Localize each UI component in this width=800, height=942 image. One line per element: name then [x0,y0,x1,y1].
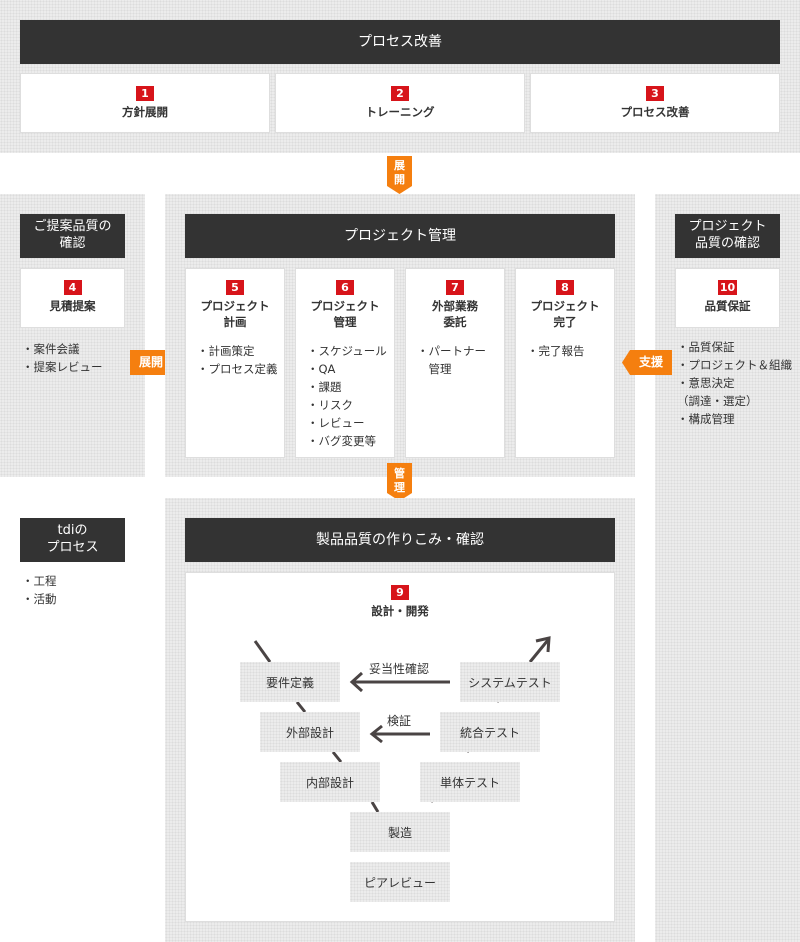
tdi-process-title: tdiの プロセス [46,523,99,555]
project-quality-header: プロジェクト 品質の確認 [675,214,780,258]
project-management-title: プロジェクト管理 [344,227,456,244]
list-item: ・課題 [307,380,342,395]
card-items-list: ・完了報告 [527,342,585,360]
card-title: 設計・開発 [371,604,429,618]
support-left-label: 支援 [638,355,663,369]
manage-down-label: 管 理 [394,467,405,494]
left-arrow-icon [622,350,672,375]
project-management-header: プロジェクト管理 [185,214,615,258]
list-item: ・QA [307,362,336,377]
number-badge: 2 [391,86,409,101]
number-badge: 5 [226,280,244,295]
v-unit-test-box: 単体テスト [420,762,520,802]
number-badge: 1 [136,86,154,101]
tdi-process-items-list: ・工程 ・活動 [22,572,57,608]
card-title: プロジェクト 完了 [530,299,600,329]
card-8: 8 プロジェクト 完了 ・完了報告 [515,268,615,458]
list-item: ・プロジェクト＆組織 [677,358,792,372]
process-improvement-title: プロセス改善 [358,33,442,50]
number-badge: 10 [717,280,738,295]
tdi-process-header: tdiの プロセス [20,518,125,562]
v-label: 内部設計 [305,775,354,790]
number-badge: 3 [646,86,664,101]
proposal-quality-header: ご提案品質の 確認 [20,214,125,258]
list-item: ・バグ変更等 [307,434,376,449]
manage-down-arrow: 管 理 [387,463,412,501]
process-improvement-header: プロセス改善 [20,20,780,64]
validation-label: 妥当性確認 [369,662,430,676]
support-left-arrow: 支援 [622,350,672,375]
deploy-right-label: 展開 [138,355,163,369]
down-arrow-icon [387,156,412,194]
number-badge: 4 [63,280,82,295]
list-item: ・計画策定 [197,344,255,359]
list-item: （調達・選定） [677,394,758,408]
proposal-items-list: ・案件会議 ・提案レビュー [22,340,103,376]
v-integration-test-box: 統合テスト [440,712,540,752]
list-item: ・提案レビュー [22,360,103,374]
v-label: 要件定義 [265,675,314,690]
card-title: 方針展開 [122,105,168,119]
card-6: 6 プロジェクト 管理 ・スケジュール ・QA ・課題 ・リスク ・レビュー ・… [295,268,395,458]
down-arrow-icon [387,463,412,501]
card-5: 5 プロジェクト 計画 ・計画策定 ・プロセス定義 [185,268,285,458]
card-2: 2 トレーニング [275,73,525,133]
list-item: ・完了報告 [527,344,585,359]
card-3: 3 プロセス改善 [530,73,780,133]
card-title: プロジェクト 計画 [200,299,270,329]
v-label: 外部設計 [285,725,334,740]
list-item: ・スケジュール [307,344,387,359]
number-badge: 6 [336,280,354,295]
list-item: ・活動 [22,592,57,606]
verification-label: 検証 [387,714,412,728]
v-internal-design-box: 内部設計 [280,762,380,802]
list-item: ・工程 [22,574,57,588]
card-items-list: ・パートナー 管理 [417,342,486,378]
card-7: 7 外部業務 委託 ・パートナー 管理 [405,268,505,458]
v-system-test-box: システムテスト [460,662,560,702]
number-badge: 8 [556,280,574,295]
card-title: プロジェクト 管理 [310,299,380,329]
list-item: ・意思決定 [677,376,735,390]
list-item: ・品質保証 [677,340,735,354]
card-10: 10 品質保証 [675,268,780,328]
list-item: ・パートナー [417,344,486,359]
v-label: システムテスト [468,675,552,690]
list-item: ・レビュー [307,416,365,431]
card-items-list: ・計画策定 ・プロセス定義 [197,342,278,378]
product-quality-title: 製品品質の作りこみ・確認 [316,531,484,548]
v-manufacturing-box: 製造 [350,812,450,852]
v-peer-review-box: ピアレビュー [350,862,450,902]
card-title: トレーニング [365,105,435,119]
card-title: プロセス改善 [620,105,690,119]
list-item: ・構成管理 [677,412,735,426]
card-title: 見積提案 [49,299,96,313]
deploy-down-label: 展 開 [394,159,405,186]
project-quality-title: プロジェクト 品質の確認 [688,219,767,251]
deploy-down-arrow: 展 開 [387,156,412,194]
v-label: ピアレビュー [363,875,436,890]
card-title: 外部業務 委託 [432,299,478,329]
v-label: 統合テスト [459,725,520,740]
v-label: 製造 [387,825,412,840]
list-item: 管理 [417,362,452,377]
number-badge: 9 [391,585,409,600]
list-item: ・プロセス定義 [197,362,278,377]
v-requirements-box: 要件定義 [240,662,340,702]
product-quality-header: 製品品質の作りこみ・確認 [185,518,615,562]
card-4: 4 見積提案 [20,268,125,328]
v-label: 単体テスト [439,775,500,790]
card-items-list: ・スケジュール ・QA ・課題 ・リスク ・レビュー ・バグ変更等 [307,342,387,450]
v-external-design-box: 外部設計 [260,712,360,752]
number-badge: 7 [446,280,464,295]
card-title: 品質保証 [704,299,751,313]
list-item: ・リスク [307,398,353,413]
project-quality-items-list: ・品質保証 ・プロジェクト＆組織 ・意思決定 （調達・選定） ・構成管理 [677,338,792,428]
list-item: ・案件会議 [22,342,80,356]
proposal-quality-title: ご提案品質の 確認 [33,219,112,251]
card-1: 1 方針展開 [20,73,270,133]
